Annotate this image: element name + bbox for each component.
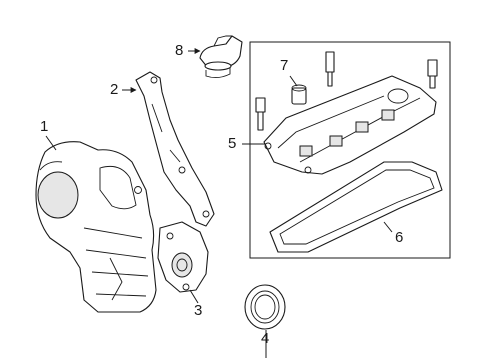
leader-7: [289, 75, 298, 87]
bolts: [255, 51, 438, 131]
assembly-box: [249, 41, 451, 259]
gasket-part-6: [269, 161, 443, 253]
callout-7: 7: [280, 57, 289, 74]
callout-2: 2: [110, 81, 119, 98]
bracket-part-2: [135, 71, 215, 227]
callout-3: 3: [194, 302, 203, 319]
leader-3: [189, 289, 199, 304]
oil-filler-cap-part-8: [199, 35, 243, 79]
leader-6: [383, 221, 393, 233]
callout-5: 5: [228, 135, 237, 152]
callout-8: 8: [175, 42, 184, 59]
callout-4: 4: [261, 330, 270, 347]
plug-part-7: [291, 84, 307, 105]
timing-belt-cover-part-1: [35, 141, 157, 313]
valve-cover-part-5: [263, 75, 437, 175]
callout-6: 6: [395, 229, 404, 246]
callout-1: 1: [40, 118, 49, 135]
leader-1: [45, 135, 57, 151]
rear-cover-part-3: [157, 221, 209, 293]
seal-part-4: [244, 284, 286, 330]
